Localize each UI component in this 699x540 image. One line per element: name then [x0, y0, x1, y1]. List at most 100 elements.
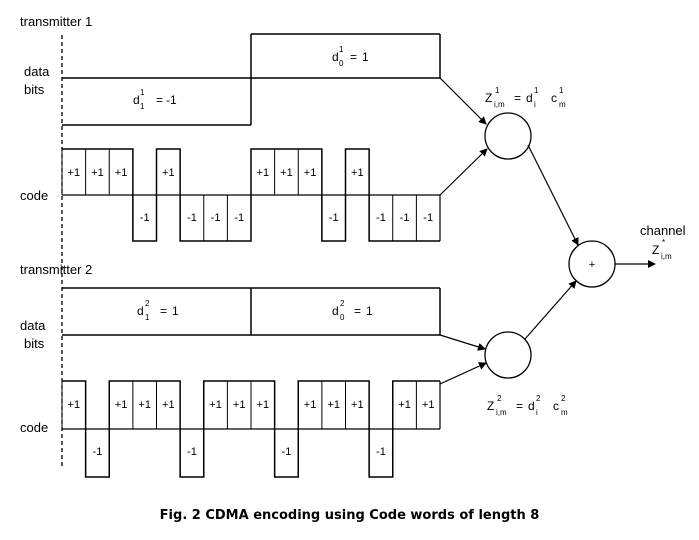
tx1-bit-0-label: d 1 0 = 1 — [332, 45, 369, 68]
tx2-data-label-line1: data — [20, 318, 46, 333]
tx2-data-waveform — [62, 287, 441, 336]
arrow-tx2-code-to-mult — [439, 362, 487, 385]
svg-text:Z: Z — [485, 91, 492, 105]
chip-value-label: -1 — [376, 212, 386, 224]
cdma-diagram: transmitter 1 data bits code d 1 1 = -1 … — [20, 14, 686, 478]
chip-value-label: +1 — [68, 399, 81, 411]
chip-value-label: -1 — [329, 212, 339, 224]
chip-value-label: +1 — [209, 399, 222, 411]
svg-text:i: i — [534, 100, 536, 109]
chip-value-label: +1 — [304, 399, 317, 411]
arrow-mult2-to-summer — [524, 280, 577, 340]
tx1-bit-1-label: d 1 1 = -1 — [133, 88, 177, 111]
signal-arrows — [439, 77, 656, 385]
arrow-tx1-data-to-mult — [439, 77, 487, 125]
svg-text:i,m: i,m — [661, 252, 672, 261]
svg-text:c: c — [553, 399, 559, 413]
chip-value-label: +1 — [91, 167, 104, 179]
chip-value-label: +1 — [68, 167, 81, 179]
chip-value-label: +1 — [422, 399, 435, 411]
svg-text:1: 1 — [140, 88, 145, 97]
svg-text:1: 1 — [140, 102, 145, 111]
svg-text:*: * — [662, 238, 665, 247]
svg-text:=: = — [156, 93, 163, 107]
chip-value-label: +1 — [257, 167, 270, 179]
channel-z-label: Z * i,m — [652, 238, 672, 261]
tx2-bit-1-label: d 2 1 = 1 — [137, 299, 179, 322]
figure-caption: Fig. 2 CDMA encoding using Code words of… — [159, 508, 540, 523]
svg-text:2: 2 — [497, 394, 502, 403]
chip-value-label: +1 — [138, 399, 151, 411]
svg-text:0: 0 — [339, 59, 344, 68]
svg-text:1: 1 — [534, 86, 539, 95]
tx1-data-label-line1: data — [24, 64, 50, 79]
chip-value-label: -1 — [187, 212, 197, 224]
chip-value-label: +1 — [351, 399, 364, 411]
svg-text:=: = — [350, 50, 357, 64]
svg-text:=: = — [514, 91, 521, 105]
arrow-mult1-to-summer — [527, 144, 579, 246]
chip-value-label: +1 — [304, 167, 317, 179]
chip-value-label: -1 — [187, 446, 197, 458]
tx1-code-label: code — [20, 188, 48, 203]
svg-text:i,m: i,m — [494, 100, 505, 109]
chip-value-label: -1 — [234, 212, 244, 224]
chip-value-label: -1 — [282, 446, 292, 458]
svg-text:Z: Z — [487, 399, 494, 413]
chip-value-label: +1 — [233, 399, 246, 411]
tx1-multiplier-circle — [484, 112, 532, 160]
chip-value-label: +1 — [115, 167, 128, 179]
chip-value-label: +1 — [280, 167, 293, 179]
svg-text:0: 0 — [340, 313, 345, 322]
svg-text:1: 1 — [559, 86, 564, 95]
chip-value-label: -1 — [423, 212, 433, 224]
transmitter-1-label: transmitter 1 — [20, 14, 92, 29]
tx1-code-waveform: +1 +1 +1 -1 +1 -1 -1 -1 +1 +1 +1 -1 +1 -1 -1 -1 — [61, 148, 441, 242]
svg-text:d: d — [332, 50, 339, 64]
svg-text:m: m — [559, 100, 566, 109]
svg-text:d: d — [133, 93, 140, 107]
svg-text:1: 1 — [172, 304, 179, 318]
svg-text:=: = — [516, 399, 523, 413]
svg-text:1: 1 — [362, 50, 369, 64]
chip-value-label: +1 — [398, 399, 411, 411]
chip-value-label: +1 — [351, 167, 364, 179]
tx2-multiplier-circle — [484, 331, 532, 379]
svg-text:1: 1 — [145, 313, 150, 322]
arrow-tx2-data-to-mult — [439, 334, 486, 351]
chip-value-label: -1 — [211, 212, 221, 224]
svg-text:=: = — [354, 304, 361, 318]
svg-text:d: d — [137, 304, 144, 318]
chip-value-label: +1 — [162, 167, 175, 179]
svg-text:2: 2 — [561, 394, 566, 403]
svg-text:2: 2 — [340, 299, 345, 308]
svg-text:i,m: i,m — [496, 408, 507, 417]
svg-text:-1: -1 — [166, 93, 177, 107]
svg-text:m: m — [561, 408, 568, 417]
tx1-formula: Z 1 i,m = d 1 i c 1 m — [485, 86, 566, 109]
svg-text:i: i — [536, 408, 538, 417]
svg-text:d: d — [332, 304, 339, 318]
tx2-data-label-line2: bits — [24, 336, 45, 351]
svg-text:2: 2 — [145, 299, 150, 308]
svg-text:2: 2 — [536, 394, 541, 403]
chip-value-label: +1 — [257, 399, 270, 411]
tx2-bit-0-label: d 2 0 = 1 — [332, 299, 373, 322]
transmitter-2-label: transmitter 2 — [20, 262, 92, 277]
chip-value-label: -1 — [400, 212, 410, 224]
chip-value-label: +1 — [162, 399, 175, 411]
svg-text:=: = — [160, 304, 167, 318]
tx1-data-label-line2: bits — [24, 82, 45, 97]
svg-text:Z: Z — [652, 243, 659, 257]
chip-value-label: -1 — [376, 446, 386, 458]
svg-text:1: 1 — [495, 86, 500, 95]
summer-plus-symbol: + — [589, 259, 595, 271]
svg-text:c: c — [551, 91, 557, 105]
chip-value-label: -1 — [140, 212, 150, 224]
tx2-code-label: code — [20, 420, 48, 435]
chip-value-label: +1 — [115, 399, 128, 411]
chip-value-label: +1 — [327, 399, 340, 411]
svg-text:d: d — [528, 399, 535, 413]
arrow-tx1-code-to-mult — [439, 148, 488, 196]
tx2-formula: Z 2 i,m = d 2 i c 2 m — [487, 394, 568, 417]
